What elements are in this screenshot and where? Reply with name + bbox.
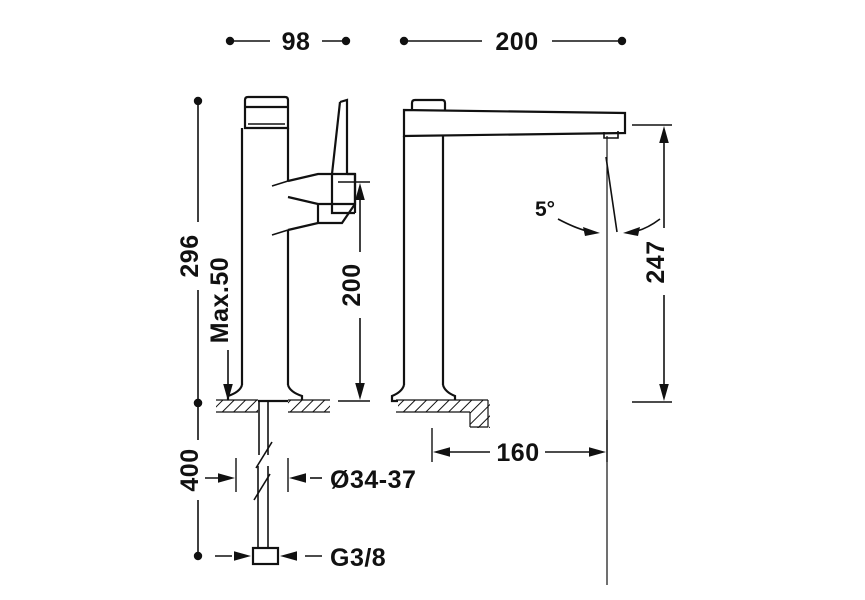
dim-dot-right — [617, 36, 627, 46]
spout-arm — [402, 108, 627, 138]
dim-dot-top-400 — [193, 398, 203, 408]
dimension-label-200-top: 200 — [495, 28, 538, 56]
arrowhead-right-dia — [289, 473, 306, 483]
jet-angle-line — [605, 156, 618, 233]
faucet-left-view — [216, 95, 357, 566]
mounting-surface-right-view — [398, 400, 490, 412]
dimension-height-296: 296 — [176, 96, 204, 408]
handle-cap-outline — [243, 95, 290, 107]
dim-dot-top — [193, 96, 203, 106]
dim-dot-left — [225, 36, 235, 46]
dimension-label-400: 400 — [176, 448, 204, 491]
arrowhead-right-160 — [589, 447, 606, 457]
arrowhead-bottom-247 — [659, 384, 669, 401]
max50-arrowhead — [223, 384, 233, 401]
arrowhead-top-247 — [659, 126, 669, 143]
counter-edge-hatch — [470, 400, 490, 428]
dimension-width-98: 98 — [225, 28, 351, 56]
mounting-surface-right — [288, 400, 330, 412]
arrowhead-top — [355, 183, 365, 200]
dimension-label-98: 98 — [282, 28, 311, 56]
dimension-label-296: 296 — [176, 234, 204, 277]
lever-handle-outer — [339, 98, 349, 174]
angle-arrowhead-left — [583, 227, 600, 236]
dimension-hole-diameter: Ø34-37 — [205, 458, 416, 494]
housing-bevel-upper — [271, 180, 289, 187]
dim-dot-bottom-400 — [193, 551, 203, 561]
dimension-height-200-left: 200 — [338, 181, 370, 402]
dimension-max50: Max.50 — [206, 257, 234, 401]
annotation-thread-g38: G3/8 — [215, 544, 386, 572]
hose-break-mark-upper — [255, 441, 273, 469]
angle-arrowhead-right — [623, 227, 640, 236]
arrowhead-right-g38 — [280, 551, 297, 561]
dim-dot-left — [399, 36, 409, 46]
dimension-label-247: 247 — [642, 240, 670, 283]
spout-cap-outline — [410, 98, 447, 110]
dimension-length-400: 400 — [176, 398, 204, 561]
dimension-label-200-left: 200 — [338, 263, 366, 306]
mounting-surface-left — [216, 400, 258, 412]
dim-dot-right — [341, 36, 351, 46]
aerator-outlet — [603, 131, 619, 139]
dimension-label-thread: G3/8 — [330, 544, 386, 572]
dimension-label-diameter: Ø34-37 — [330, 466, 416, 494]
thread-fitting-g38 — [251, 546, 280, 566]
housing-bevel-lower — [271, 229, 289, 236]
arrowhead-left-dia — [218, 473, 235, 483]
dimension-label-max50: Max.50 — [206, 257, 234, 343]
dimension-width-200: 200 — [399, 28, 627, 56]
base-flange — [226, 384, 304, 403]
lever-handle-inner — [330, 101, 355, 215]
dimension-label-160: 160 — [496, 439, 539, 467]
arrowhead-bottom — [355, 383, 365, 400]
angle-label-5deg: 5° — [535, 198, 555, 221]
handle-collar — [243, 107, 290, 130]
annotation-angle-5deg: 5° — [535, 198, 661, 236]
arrowhead-left-g38 — [234, 551, 251, 561]
faucet-right-view — [390, 98, 627, 585]
arrowhead-left-160 — [433, 447, 450, 457]
hose-break-mark-lower — [253, 473, 271, 501]
dimension-height-247: 247 — [632, 124, 672, 403]
dimension-depth-160: 160 — [431, 420, 608, 467]
